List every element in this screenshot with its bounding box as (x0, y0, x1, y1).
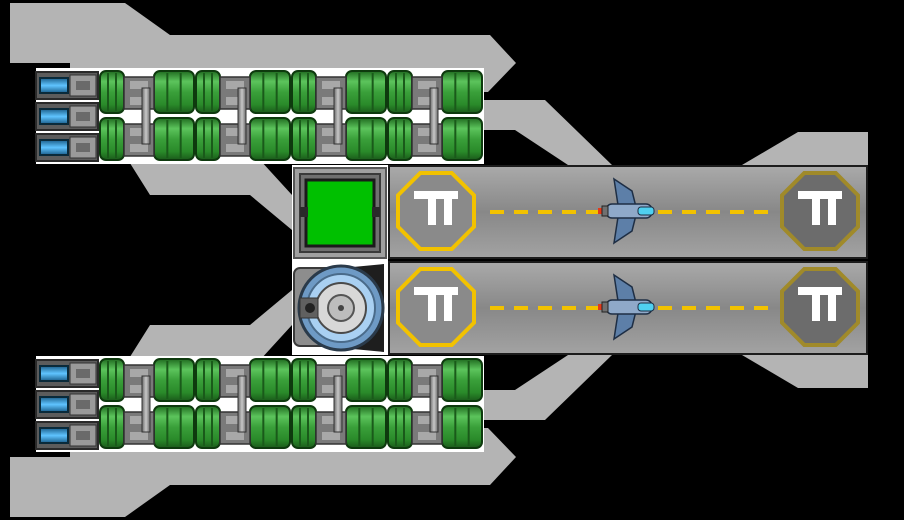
shield-generator-room[interactable] (292, 261, 388, 355)
hangar-bay[interactable] (388, 261, 868, 355)
fuel-tank-icon (345, 117, 387, 161)
fuel-tank-icon (345, 70, 387, 114)
fuel-tank-icon (153, 117, 195, 161)
fuel-tank-icon (195, 358, 221, 402)
fuel-tank-icon (99, 358, 125, 402)
fuel-tank-icon (441, 405, 483, 449)
fuel-tank-icon (387, 117, 413, 161)
fuel-tank-icon (195, 117, 221, 161)
engine-icon (35, 390, 99, 419)
fuel-tank-icon (387, 70, 413, 114)
fuel-tank-icon (99, 117, 125, 161)
fuel-tank-icon (249, 358, 291, 402)
fuel-tank-icon (249, 117, 291, 161)
fuel-tank-icon (195, 405, 221, 449)
fuel-tank-icon (153, 70, 195, 114)
fuel-tank-icon (249, 70, 291, 114)
fuel-tank-icon (291, 405, 317, 449)
fuel-tank-icon (345, 358, 387, 402)
fuel-tank-cluster-top (35, 68, 484, 164)
fuel-tank-icon (441, 70, 483, 114)
engine-icon (35, 421, 99, 450)
fuel-tank-icon (291, 358, 317, 402)
launch-pad-icon (396, 171, 476, 251)
fuel-tank-icon (153, 358, 195, 402)
reactor-icon (304, 178, 376, 248)
engine-icon (35, 359, 99, 388)
fuel-tank-icon (441, 117, 483, 161)
fuel-tank-icon (195, 70, 221, 114)
fuel-tank-icon (387, 405, 413, 449)
fuel-tank-icon (291, 117, 317, 161)
hangar-bays (388, 165, 868, 355)
fuel-tank-icon (345, 405, 387, 449)
fuel-tank-cluster-bottom (35, 356, 484, 452)
fuel-tank-icon (441, 358, 483, 402)
launch-pad-icon (396, 267, 476, 347)
fighter-icon[interactable] (598, 177, 655, 245)
fuel-tank-icon (153, 405, 195, 449)
engine-icon (35, 71, 99, 100)
fuel-tank-icon (249, 405, 291, 449)
fuel-tank-icon (99, 70, 125, 114)
fighter-icon[interactable] (598, 273, 655, 341)
fuel-tank-icon (99, 405, 125, 449)
engine-icon (35, 102, 99, 131)
fuel-tank-icon (387, 358, 413, 402)
fuel-tank-icon (291, 70, 317, 114)
engine-icon (35, 133, 99, 162)
hangar-bay[interactable] (388, 165, 868, 259)
landing-pad-icon (780, 267, 860, 347)
landing-pad-icon (780, 171, 860, 251)
reactor-room[interactable] (292, 165, 388, 261)
